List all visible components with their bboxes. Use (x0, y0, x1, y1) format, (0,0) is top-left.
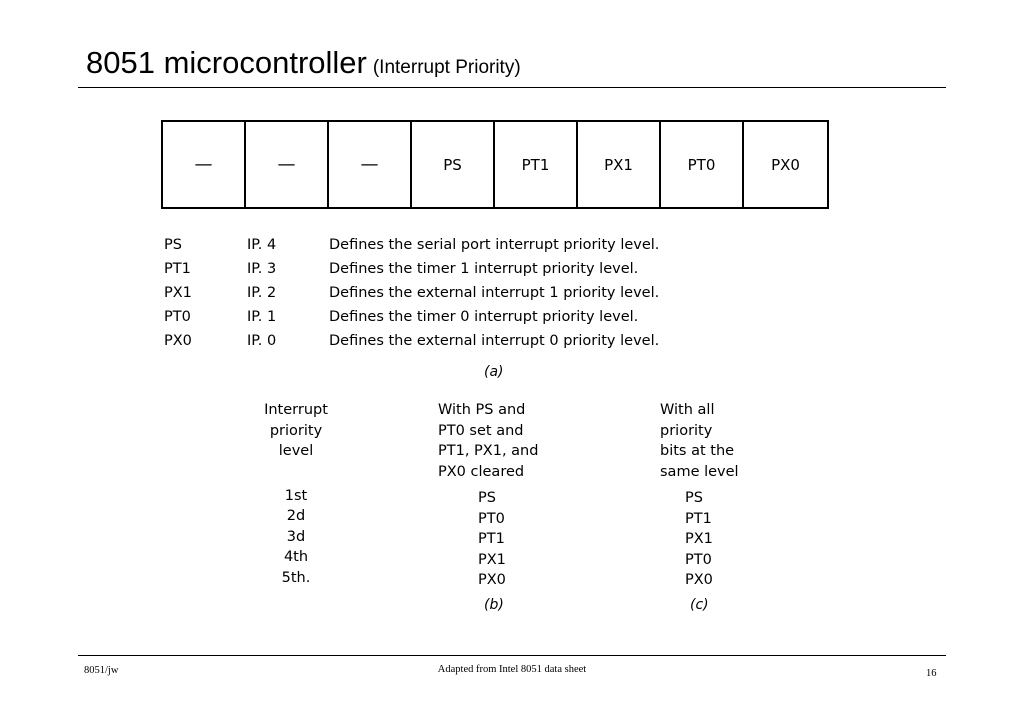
level-value: 5th. (281, 569, 311, 586)
definition-flag: PT1 (164, 261, 191, 277)
priority-value: PT1 (685, 510, 712, 527)
register-bit-4: PS (412, 122, 495, 207)
priority-value: PT0 (685, 551, 712, 568)
register-bit-3: PT1 (495, 122, 578, 207)
priority-value: PX1 (685, 531, 713, 547)
column-header: Interrupt (264, 402, 328, 418)
column-header: level (278, 443, 314, 459)
column-header: same level (660, 463, 739, 480)
title-subtitle: (Interrupt Priority) (372, 57, 521, 78)
priority-level-column: Interrupt priority level 1st 2d 3d 4th 5… (258, 400, 334, 588)
column-header: With PS and (438, 402, 526, 418)
page-number: 16 (926, 668, 937, 679)
definition-desc: Defines the timer 1 interrupt priority l… (329, 261, 639, 277)
definition-row: PX1 IP. 2 Defines the external interrupt… (164, 281, 724, 305)
definition-row: PT1 IP. 3 Defines the timer 1 interrupt … (164, 257, 724, 281)
priority-value: PX0 (478, 572, 506, 588)
definition-row: PT0 IP. 1 Defines the timer 0 interrupt … (164, 305, 724, 329)
column-header: PT1, PX1, and (438, 443, 539, 459)
ip-register-diagram: — — — PS PT1 PX1 PT0 PX0 (161, 120, 829, 209)
column-header: priority (269, 422, 323, 439)
definition-flag: PX0 (164, 333, 192, 349)
level-value: 4th (283, 549, 309, 565)
definition-bit: IP. 4 (247, 237, 277, 253)
definition-desc: Defines the external interrupt 0 priorit… (329, 333, 660, 349)
register-bit-0: PX0 (771, 155, 800, 174)
definition-flag: PS (164, 237, 182, 253)
register-bit-7: — (163, 122, 246, 207)
level-value: 1st (284, 487, 308, 504)
footer-divider (78, 655, 946, 656)
definition-row: PX0 IP. 0 Defines the external interrupt… (164, 329, 724, 353)
same-level-column: With all priority bits at the same level… (660, 400, 739, 591)
priority-value: PX1 (478, 551, 506, 568)
definition-flag: PX1 (164, 285, 192, 301)
definition-flag: PT0 (164, 309, 191, 325)
definition-bit: IP. 3 (247, 261, 277, 277)
register-bit-6: — (246, 122, 329, 207)
column-header: With all (660, 402, 715, 418)
priority-value: PS (685, 490, 703, 506)
footer-author: 8051/jw (84, 665, 119, 676)
register-bit-5: — (329, 122, 412, 207)
definition-desc: Defines the external interrupt 1 priorit… (329, 285, 660, 301)
definition-bit: IP. 2 (247, 285, 277, 301)
title-main: 8051 microcontroller (86, 45, 367, 80)
footer-source: Adapted from Intel 8051 data sheet (437, 664, 587, 675)
definition-desc: Defines the serial port interrupt priori… (329, 237, 660, 253)
level-value: 2d (286, 508, 306, 524)
register-bit-2: PX1 (578, 122, 661, 207)
priority-value: PT1 (478, 531, 505, 547)
column-header: priority (660, 422, 713, 439)
caption-a: (a) (484, 364, 504, 380)
column-header: bits at the (660, 443, 735, 459)
bit-definitions: PS IP. 4 Defines the serial port interru… (164, 233, 724, 353)
caption-c: (c) (690, 597, 709, 613)
column-header: PX0 cleared (438, 463, 525, 480)
caption-b: (b) (484, 597, 504, 613)
priority-value: PS (478, 490, 496, 506)
register-bit-1: PT0 (661, 122, 744, 207)
definition-desc: Defines the timer 0 interrupt priority l… (329, 309, 639, 325)
definition-bit: IP. 1 (247, 309, 277, 325)
definition-row: PS IP. 4 Defines the serial port interru… (164, 233, 724, 257)
priority-value: PT0 (478, 510, 505, 527)
level-value: 3d (286, 528, 306, 545)
page-title: 8051 microcontroller(Interrupt Priority) (86, 44, 521, 87)
ps-pt0-set-column: With PS and PT0 set and PT1, PX1, and PX… (438, 400, 538, 591)
column-header: PT0 set and (438, 422, 524, 439)
title-divider (78, 87, 946, 88)
definition-bit: IP. 0 (247, 333, 277, 349)
priority-value: PX0 (685, 572, 713, 588)
